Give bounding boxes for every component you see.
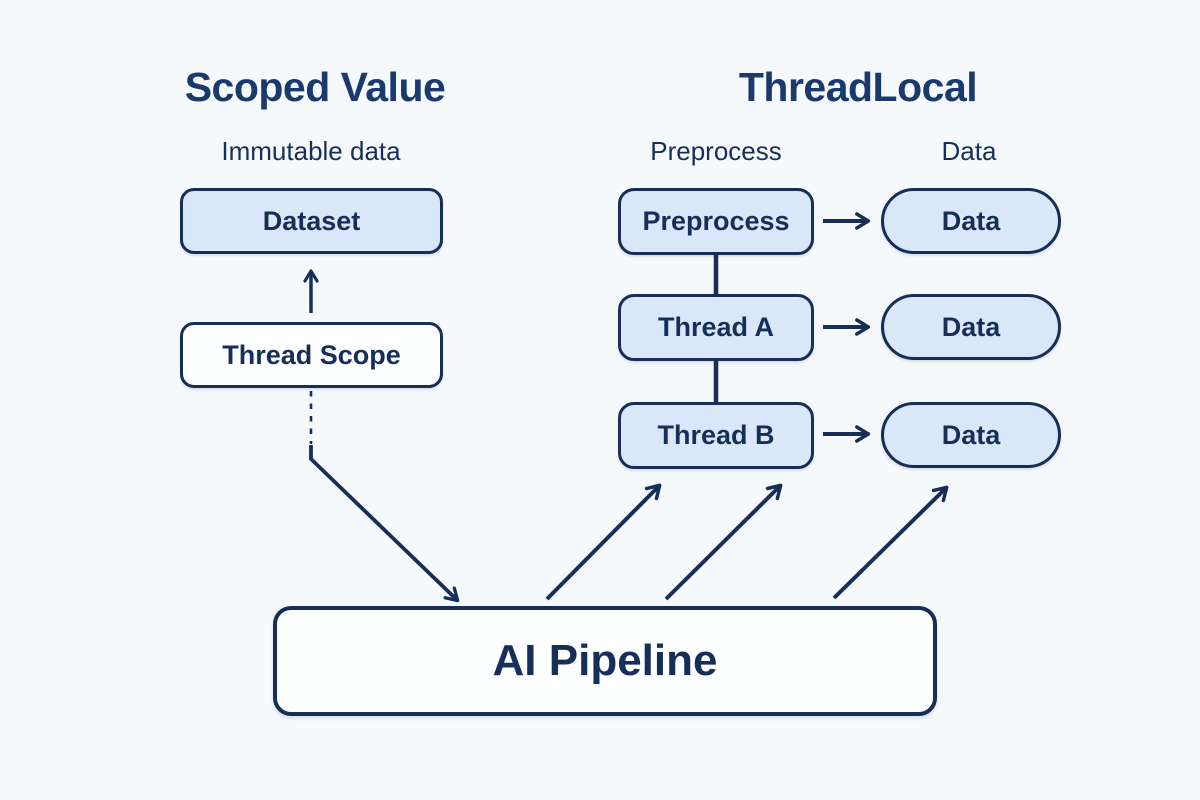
preprocess-node: Preprocess (618, 188, 814, 255)
dataset-node: Dataset (180, 188, 443, 254)
ai-pipeline-node-label: AI Pipeline (492, 636, 718, 685)
thread-a-node: Thread A (618, 294, 814, 361)
thread-b-node-label: Thread B (657, 420, 775, 450)
data-pill: Data (881, 188, 1061, 254)
thread-a-node-label: Thread A (657, 312, 774, 342)
data-pill: Data (881, 294, 1061, 360)
thread-scope-node-label: Thread Scope (222, 339, 401, 370)
scoped-value-title: Scoped Value (184, 64, 446, 110)
data-pill-label: Data (941, 419, 1001, 450)
preprocess-column-label: Preprocess (650, 136, 782, 166)
dataset-node-label: Dataset (262, 205, 361, 236)
thread-scope-node: Thread Scope (180, 322, 443, 388)
immutable-data-label: Immutable data (221, 136, 401, 166)
ai-pipeline-node: AI Pipeline (273, 606, 937, 716)
data-pill-label: Data (941, 311, 1001, 342)
threadlocal-title: ThreadLocal (738, 64, 978, 110)
preprocess-node-label: Preprocess (642, 206, 790, 236)
arrow-pipeline-to-thread-b-left (545, 483, 662, 601)
data-pill: Data (881, 402, 1061, 468)
data-pill-label: Data (941, 205, 1001, 236)
arrow-pipeline-to-thread-b-right (664, 483, 783, 601)
arrow-pipeline-to-data (832, 485, 949, 600)
thread-b-node: Thread B (618, 402, 814, 469)
arrow-thread-scope-to-pipeline (309, 445, 460, 603)
data-column-label: Data (941, 136, 997, 166)
